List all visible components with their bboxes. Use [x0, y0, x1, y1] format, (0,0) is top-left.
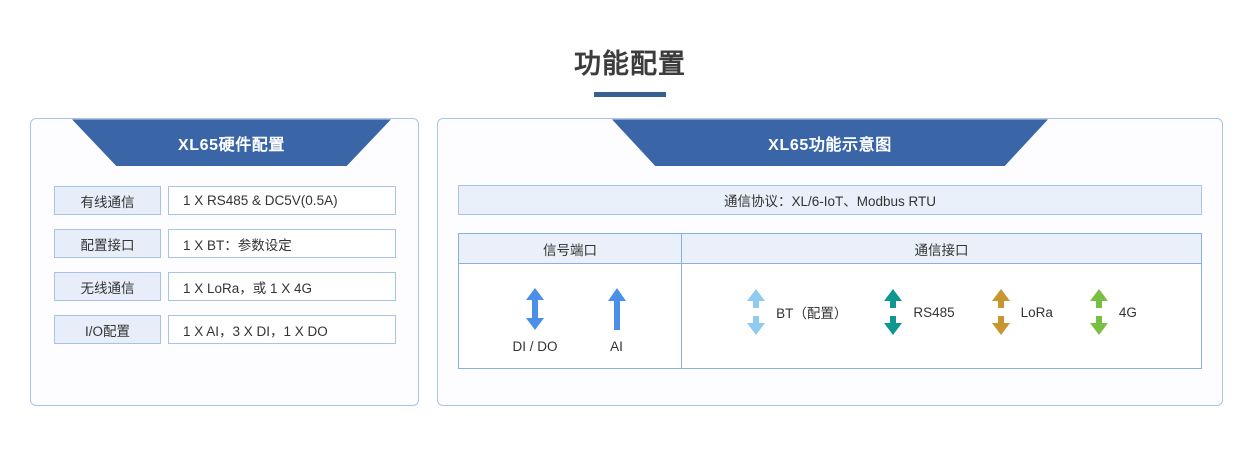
signal-ports-group: DI / DO AI: [459, 264, 681, 368]
protocol-bar: 通信协议：XL/6-IoT、Modbus RTU: [458, 185, 1202, 216]
comm-port-rs485-label: RS485: [913, 304, 955, 320]
panels-container: XL65硬件配置 有线通信 1 X RS485 & DC5V(0.5A) 配置接…: [0, 97, 1260, 407]
signal-ports-cell: DI / DO AI: [459, 264, 682, 369]
row-label-wired: 有线通信: [54, 186, 161, 216]
row-value-config-port: 1 X BT：参数设定: [168, 229, 396, 259]
signal-port-di-do-label: DI / DO: [512, 339, 558, 355]
comm-port-lora-label: LoRa: [1020, 304, 1053, 320]
header-comm-ports: 通信接口: [914, 242, 969, 258]
function-diagram-banner: XL65功能示意图: [612, 119, 1048, 167]
comm-ports-cell: BT（配置） RS485: [682, 264, 1201, 368]
page-title: 功能配置: [574, 49, 686, 79]
hardware-config-rows: 有线通信 1 X RS485 & DC5V(0.5A) 配置接口 1 X BT：…: [31, 166, 418, 345]
comm-port-4g-label: 4G: [1118, 304, 1137, 320]
double-arrow-icon: [746, 289, 766, 336]
row-value-io: 1 X AI，3 X DI，1 X DO: [168, 315, 396, 345]
double-arrow-icon: [524, 287, 546, 331]
table-row: I/O配置 1 X AI，3 X DI，1 X DO: [54, 315, 396, 345]
comm-ports-group: BT（配置） RS485: [682, 264, 1201, 368]
table-row: 无线通信 1 X LoRa，或 1 X 4G: [54, 272, 396, 302]
comm-port-bt: BT（配置）: [746, 289, 848, 336]
double-arrow-icon: [991, 289, 1011, 336]
double-arrow-icon: [1089, 289, 1109, 336]
diagram-table-body: DI / DO AI: [459, 264, 1201, 369]
row-value-wireless: 1 X LoRa，或 1 X 4G: [168, 272, 396, 302]
signal-port-di-do: DI / DO: [512, 287, 558, 355]
comm-port-4g: 4G: [1089, 289, 1137, 336]
function-diagram-banner-label: XL65功能示意图: [768, 136, 892, 154]
table-row: 配置接口 1 X BT：参数设定: [54, 229, 396, 259]
row-label-config-port: 配置接口: [54, 229, 161, 259]
diagram-table: 信号端口 通信接口: [458, 233, 1202, 370]
diagram-table-header: 信号端口 通信接口: [459, 234, 1201, 265]
header-signal-ports: 信号端口: [459, 234, 682, 264]
signal-port-ai-label: AI: [610, 339, 623, 355]
page-header: 功能配置: [0, 0, 1260, 98]
row-label-wireless: 无线通信: [54, 272, 161, 302]
protocol-label: 通信协议：XL/6-IoT、Modbus RTU: [723, 194, 937, 210]
comm-port-lora: LoRa: [991, 289, 1053, 336]
up-arrow-icon: [606, 287, 628, 331]
function-diagram-body: 通信协议：XL/6-IoT、Modbus RTU 信号端口 通信接口: [438, 166, 1222, 370]
title-underline: [594, 92, 666, 98]
row-value-wired: 1 X RS485 & DC5V(0.5A): [168, 186, 396, 216]
hardware-config-panel: XL65硬件配置 有线通信 1 X RS485 & DC5V(0.5A) 配置接…: [30, 118, 419, 407]
table-row: 有线通信 1 X RS485 & DC5V(0.5A): [54, 186, 396, 216]
function-diagram-panel: XL65功能示意图 通信协议：XL/6-IoT、Modbus RTU 信号端口 …: [437, 118, 1223, 407]
double-arrow-icon: [883, 289, 903, 336]
signal-port-ai: AI: [606, 287, 628, 354]
comm-port-bt-label: BT（配置）: [776, 306, 848, 322]
hardware-config-banner-label: XL65硬件配置: [177, 136, 286, 154]
hardware-config-banner: XL65硬件配置: [72, 119, 391, 167]
row-label-io: I/O配置: [54, 315, 161, 345]
comm-port-rs485: RS485: [883, 289, 955, 336]
